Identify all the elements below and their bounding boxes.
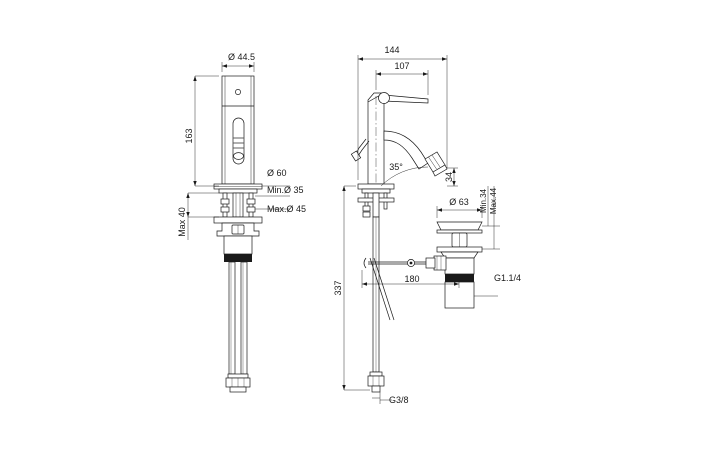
side-view-group [350,92,483,393]
dim-spout-angle: 35° [389,162,403,172]
front-view-body [221,75,255,185]
dim-deck-thickness: Max 40 [177,207,187,237]
side-view-body [367,92,385,186]
side-view-spout [383,130,448,177]
front-view-dimensions [186,62,290,240]
front-view-group [213,75,263,393]
dim-spout-reach: 107 [394,61,409,71]
dim-base-diameter: Ø 60 [267,168,287,178]
side-view-dimension-labels: 144 107 35° 34 337 180 Ø 63 Min.34 Max.4… [333,45,521,405]
front-view-dimension-labels: Ø 44.5 163 Max 40 Ø 60 Min.Ø 35 Max.Ø 45 [177,52,306,237]
dim-overall-reach: 144 [384,45,399,55]
side-view-linkage [363,257,448,321]
dim-hole-min: Min.Ø 35 [267,185,304,195]
waste-detail-group [425,221,483,309]
front-view-mounting-hardware [220,192,256,218]
dim-basin-max: Max.44 [489,187,498,214]
dim-aerator-offset: 34 [444,172,454,182]
side-view-pullrod [350,138,370,162]
front-view-base-flange [213,183,263,194]
dim-total-height: 337 [333,280,343,295]
dim-body-diameter: Ø 44.5 [228,52,255,62]
dim-hole-max: Max.Ø 45 [267,204,306,214]
side-view-lever-handle [378,92,429,104]
side-view-dimensions [342,55,500,404]
side-view-base-flange [357,183,395,218]
dim-spout-height: 163 [184,128,194,143]
side-view-supply-hose [367,216,385,393]
front-view-waste-head [213,216,263,262]
dim-rod-offset: 180 [404,274,419,284]
front-view-supply-hoses [225,261,251,393]
dim-supply-thread: G3/8 [389,395,409,405]
dim-flange-diameter: Ø 63 [449,197,469,207]
dim-waste-thread: G1.1/4 [494,273,521,283]
dim-basin-min: Min.34 [479,188,488,213]
